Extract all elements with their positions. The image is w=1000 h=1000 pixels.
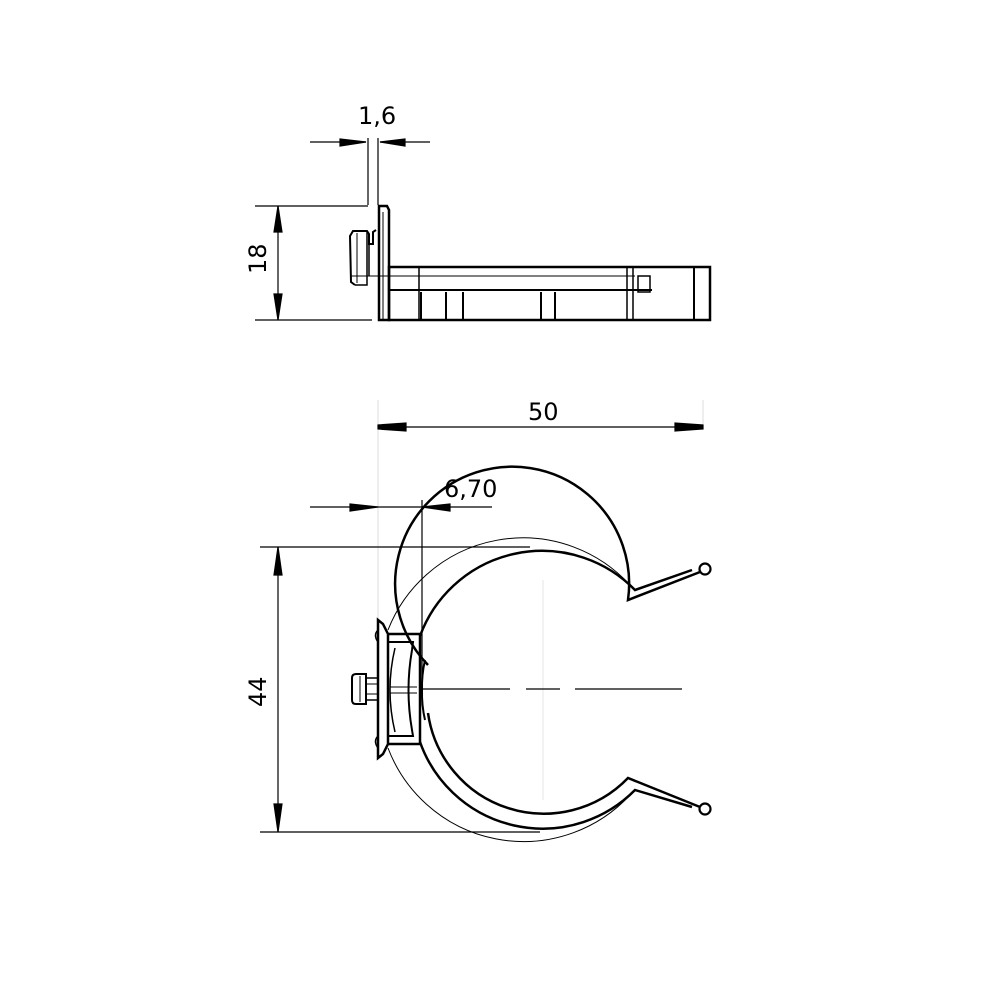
height-dimension	[255, 205, 372, 321]
thickness-label: 1,6	[358, 102, 396, 130]
overall-height-label: 44	[244, 676, 272, 707]
clip-ring	[387, 465, 712, 843]
height-label: 18	[244, 243, 272, 274]
offset-label: 6,70	[444, 475, 497, 503]
thickness-dimension	[310, 138, 430, 205]
clip-side-profile	[348, 204, 712, 322]
overall-width-label: 50	[528, 398, 559, 426]
overall-height-dimension	[260, 546, 540, 833]
top-view: 50 6,70 44	[244, 398, 712, 843]
side-view: 1,6 18	[244, 102, 712, 322]
overall-width-dimension	[377, 422, 704, 432]
mounting-block	[351, 617, 422, 761]
offset-dimension	[310, 500, 492, 690]
